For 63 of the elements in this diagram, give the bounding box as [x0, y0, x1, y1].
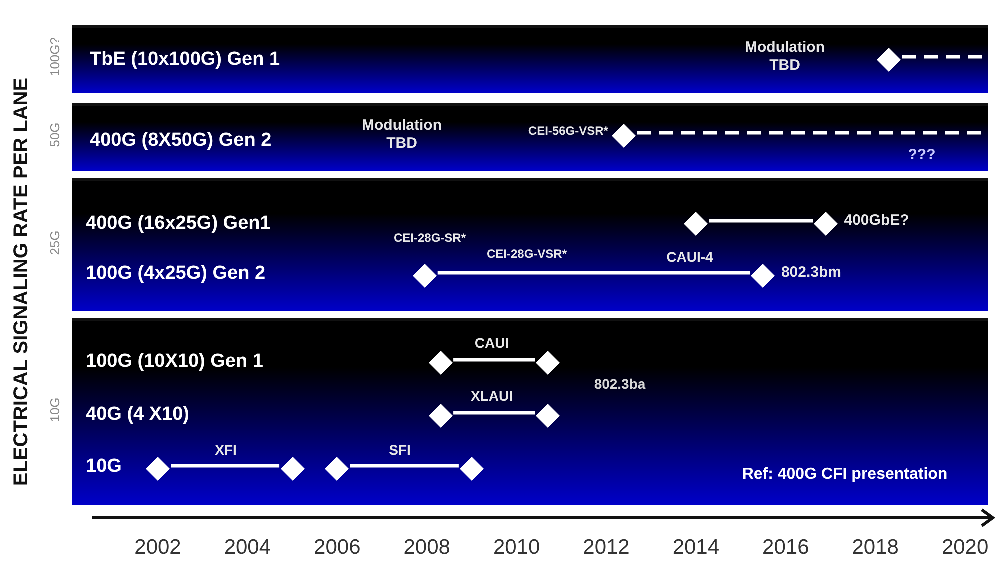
- milestone-label: 802.3bm: [781, 264, 842, 281]
- diamond-marker: [280, 456, 306, 482]
- timeline-line: [454, 411, 536, 415]
- row-label: 400G (8X50G) Gen 2: [90, 130, 272, 152]
- timeline-line: [438, 271, 750, 275]
- timeline-band: [72, 103, 988, 171]
- diamond-marker: [428, 350, 454, 376]
- edge-label: XLAUI: [471, 388, 513, 404]
- rate-label: 100G?: [48, 37, 62, 77]
- rate-label: 25G: [48, 230, 62, 256]
- annotation: Modulation TBD: [744, 39, 826, 75]
- row-label: 10G: [86, 456, 122, 478]
- row-label: TbE (10x100G) Gen 1: [90, 49, 280, 71]
- timeline-line: [171, 464, 280, 468]
- row-label: 100G (4x25G) Gen 2: [86, 263, 266, 285]
- diamond-marker: [428, 403, 454, 429]
- dashed-timeline-line: [902, 55, 984, 59]
- rate-label: 10G: [48, 398, 62, 422]
- diamond-marker: [535, 350, 562, 376]
- diamond-marker: [683, 211, 710, 237]
- milestone-label: 400GbE?: [844, 212, 910, 229]
- annotation: CEI-28G-VSR*: [486, 247, 568, 261]
- diamond-marker: [876, 47, 902, 73]
- year-label: 2008: [404, 536, 450, 560]
- year-label: 2012: [583, 536, 630, 560]
- reference-note: Ref: 400G CFI presentation: [742, 466, 948, 484]
- timeline-band: [72, 178, 988, 311]
- year-label: 2004: [224, 536, 272, 560]
- diamond-marker: [535, 403, 562, 429]
- year-label: 2006: [314, 536, 361, 560]
- timeline-line: [709, 219, 814, 223]
- diamond-marker: [145, 456, 171, 482]
- timeline-band: [72, 25, 988, 93]
- dashed-timeline-line: [637, 131, 984, 135]
- year-label: 2018: [852, 536, 899, 560]
- timeline-line: [454, 358, 536, 362]
- row-label: 100G (10X10) Gen 1: [86, 351, 264, 373]
- milestone-label: CEI-56G-VSR*: [528, 124, 608, 138]
- year-label: 2020: [942, 536, 989, 560]
- diamond-marker: [813, 211, 840, 237]
- year-label: 2016: [762, 536, 810, 560]
- annotation: 802.3ba: [594, 376, 646, 392]
- diamond-marker: [412, 263, 438, 289]
- diamond-marker: [458, 456, 485, 482]
- annotation: CEI-28G-SR*: [394, 231, 466, 245]
- diamond-marker: [750, 263, 776, 289]
- axis-title: ELECTRICAL SIGNALING RATE PER LANE: [10, 78, 34, 486]
- annotation: ???: [908, 146, 936, 164]
- edge-label: CAUI-4: [666, 249, 714, 265]
- edge-label: CAUI: [474, 335, 510, 351]
- year-label: 2002: [134, 536, 182, 560]
- edge-label: XFI: [215, 442, 237, 458]
- diamond-marker: [324, 456, 350, 482]
- timeline-band: [72, 318, 988, 505]
- annotation: Modulation TBD: [361, 117, 443, 153]
- row-label: 40G (4 X10): [86, 404, 190, 426]
- year-label: 2010: [493, 536, 540, 560]
- row-label: 400G (16x25G) Gen1: [86, 213, 271, 235]
- year-label: 2014: [672, 536, 720, 560]
- diamond-marker: [611, 123, 638, 149]
- edge-label: SFI: [389, 442, 411, 458]
- timeline-line: [350, 464, 459, 468]
- rate-label: 50G: [48, 122, 62, 148]
